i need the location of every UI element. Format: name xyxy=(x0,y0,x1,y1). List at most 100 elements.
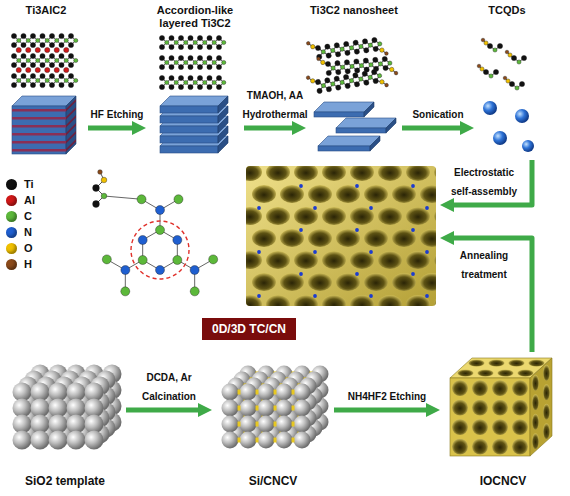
nanosheet-structure xyxy=(306,62,389,100)
pore xyxy=(266,166,290,181)
face xyxy=(160,146,218,153)
atom xyxy=(315,45,321,51)
layer-stripe xyxy=(12,117,66,120)
atom xyxy=(493,69,498,74)
atom xyxy=(483,69,488,74)
atom xyxy=(26,38,30,42)
atom xyxy=(368,75,373,80)
atom xyxy=(373,46,379,52)
atom xyxy=(511,55,516,60)
atom xyxy=(55,38,59,42)
pore xyxy=(489,360,505,367)
pore xyxy=(350,251,374,269)
pore xyxy=(532,433,539,449)
inverse-opal-framework xyxy=(450,358,552,456)
pore xyxy=(529,360,545,367)
edge-label-box: Electrostatic self-assembly xyxy=(444,161,524,199)
atom xyxy=(197,44,202,49)
edge-label-box: DCDA, Ar Calcination xyxy=(120,366,218,404)
pore xyxy=(322,251,346,269)
atom xyxy=(138,236,147,245)
atom xyxy=(310,44,315,49)
silica-sphere xyxy=(258,400,275,417)
atom xyxy=(178,84,183,89)
atom xyxy=(169,75,174,80)
atom xyxy=(169,44,174,49)
atom xyxy=(343,74,349,80)
nanosheet-structure xyxy=(306,31,388,66)
node-label: TCQDs xyxy=(488,4,525,17)
node-label: 0D/3D TC/CN xyxy=(202,318,296,340)
atom xyxy=(40,82,45,87)
atom xyxy=(334,42,340,48)
pore xyxy=(472,400,488,416)
atom xyxy=(21,42,26,47)
pore xyxy=(498,370,514,377)
node-label: SiO2 template xyxy=(25,474,105,492)
atom xyxy=(68,33,73,38)
atom xyxy=(40,33,45,38)
face xyxy=(12,106,66,154)
atom xyxy=(216,64,221,69)
atom xyxy=(159,84,164,89)
atom xyxy=(169,64,174,69)
atom xyxy=(40,42,45,47)
atom xyxy=(74,78,78,82)
process-arrow xyxy=(334,408,429,413)
atom xyxy=(363,80,369,86)
pore xyxy=(492,419,508,435)
carbon-nitride-bit xyxy=(256,406,259,411)
atom xyxy=(11,53,16,58)
silica-sphere xyxy=(222,384,239,401)
process-arrow xyxy=(126,408,201,413)
atom xyxy=(306,76,310,80)
face xyxy=(160,136,218,143)
pore xyxy=(280,229,304,247)
atom xyxy=(373,57,379,63)
pore xyxy=(420,185,436,203)
atom xyxy=(509,81,514,86)
pore xyxy=(294,166,318,181)
atom xyxy=(197,55,202,60)
edge-label: TMAOH, AA Hydrothermal xyxy=(242,90,307,120)
atom xyxy=(193,60,197,64)
atom xyxy=(521,55,526,60)
quantum-dot xyxy=(425,294,429,298)
face xyxy=(336,118,396,128)
pore xyxy=(406,251,430,269)
atom xyxy=(45,47,50,52)
face xyxy=(314,112,364,117)
pore xyxy=(364,185,388,203)
face xyxy=(12,96,76,106)
atom xyxy=(156,266,165,275)
atom xyxy=(209,255,218,264)
quantum-dots xyxy=(483,101,534,152)
face xyxy=(386,118,396,133)
atom xyxy=(345,50,351,56)
quantum-dot xyxy=(257,250,261,254)
atom xyxy=(350,64,355,69)
silica-sphere xyxy=(222,432,239,449)
quantum-dot xyxy=(515,109,529,123)
silica-sphere xyxy=(240,416,257,433)
pore xyxy=(266,251,290,269)
atom xyxy=(36,78,40,82)
atom xyxy=(59,33,64,38)
pore xyxy=(452,419,468,435)
atom xyxy=(11,82,16,87)
atom xyxy=(222,40,226,44)
atom xyxy=(49,42,54,47)
atom xyxy=(383,65,389,71)
atom xyxy=(178,64,183,69)
atom xyxy=(216,84,221,89)
quantum-dot xyxy=(299,272,303,276)
carbon-nitride-bit xyxy=(238,406,241,411)
process-arrow xyxy=(451,238,532,352)
atom xyxy=(101,177,107,183)
legend-item: Ti xyxy=(6,176,35,192)
carbon-nitride-bit xyxy=(292,390,295,395)
atom xyxy=(515,86,519,90)
atom xyxy=(517,60,521,64)
atom xyxy=(484,41,488,45)
